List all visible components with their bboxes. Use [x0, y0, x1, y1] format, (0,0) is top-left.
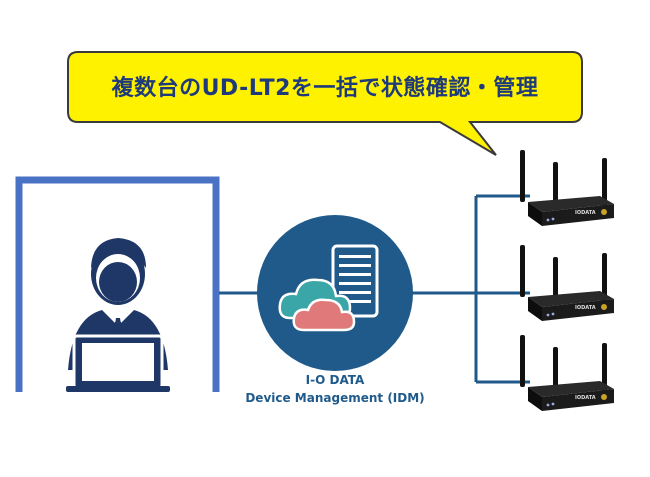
device-brand-label: IODATA: [575, 210, 596, 216]
router-device-icon: IODATA: [520, 150, 614, 226]
headline-text: 複数台のUD-LT2を一括で状態確認・管理: [111, 76, 539, 101]
device-brand-label: IODATA: [575, 395, 596, 401]
user-with-laptop-icon: [66, 238, 170, 392]
office-frame: [15, 176, 220, 392]
cloud-server-icon: [257, 215, 413, 371]
service-name-line2: Device Management (IDM): [245, 391, 425, 405]
device-brand-label: IODATA: [575, 305, 596, 311]
service-name-line1: I-O DATA: [305, 373, 365, 387]
router-device-icon: IODATA: [520, 335, 614, 411]
router-device-icon: IODATA: [520, 245, 614, 321]
